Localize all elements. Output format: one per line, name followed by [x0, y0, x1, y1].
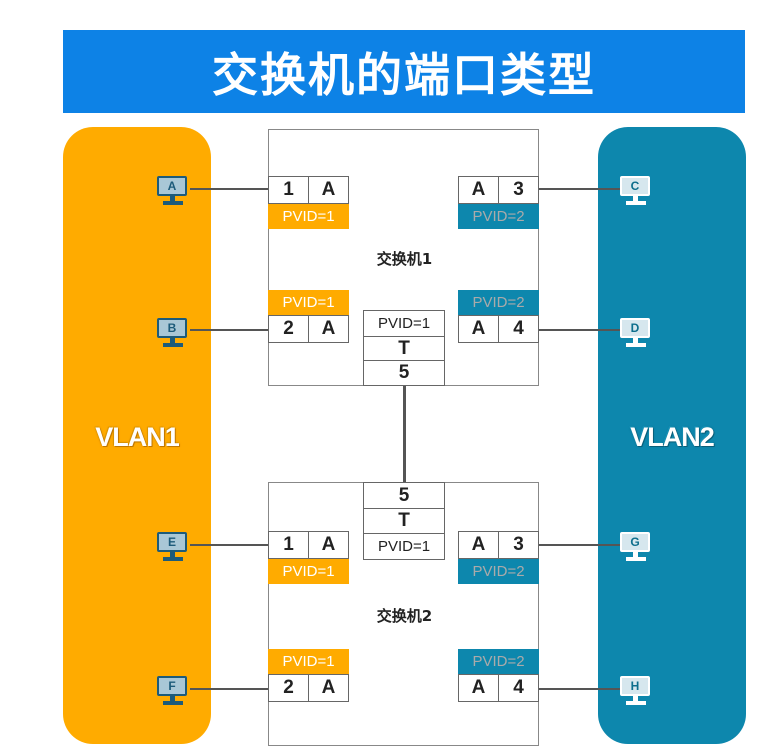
pc-e-label: E [157, 532, 187, 552]
s2-port4-number: 4 [498, 674, 539, 702]
pc-b-stand [170, 338, 175, 343]
s1-port3-mode: A [458, 176, 499, 204]
s2-port4-pvid: PVID=2 [458, 649, 539, 674]
pc-h-base [626, 701, 646, 705]
pc-b-label: B [157, 318, 187, 338]
link-g-s2p3 [538, 544, 621, 546]
s1-port2-pvid: PVID=1 [268, 290, 349, 315]
s2-port3-pvid: PVID=2 [458, 559, 539, 584]
pc-a: A [155, 176, 191, 208]
s2-port3-number: 3 [498, 531, 539, 559]
s1-port3-pvid: PVID=2 [458, 204, 539, 229]
s2-port1-pvid: PVID=1 [268, 559, 349, 584]
s1-trunk-port: PVID=1 T 5 [363, 310, 445, 386]
link-f-s2p2 [190, 688, 270, 690]
pc-g-base [626, 557, 646, 561]
s1-port4-number: 4 [498, 315, 539, 343]
s2-port1-mode: A [308, 531, 349, 559]
switch1-label: 交换机1 [376, 250, 433, 268]
pc-c: C [618, 176, 654, 208]
pc-g-label: G [620, 532, 650, 552]
pc-f-label: F [157, 676, 187, 696]
pc-f-base [163, 701, 183, 705]
pc-a-base [163, 201, 183, 205]
s2-trunk-number: 5 [364, 483, 444, 509]
pc-d-base [626, 343, 646, 347]
s1-port1-pvid: PVID=1 [268, 204, 349, 229]
s2-port2-number: 2 [268, 674, 309, 702]
pc-g-stand [633, 552, 638, 557]
pc-a-label: A [157, 176, 187, 196]
s1-port1-number: 1 [268, 176, 309, 204]
s2-trunk-pvid: PVID=1 [377, 538, 431, 555]
s2-trunk-mode: T [364, 509, 444, 534]
s1-port2-mode: A [308, 315, 349, 343]
link-h-s2p4 [538, 688, 621, 690]
s2-port2-mode: A [308, 674, 349, 702]
pc-d-label: D [620, 318, 650, 338]
switch2: 交换机2 [268, 482, 539, 746]
pc-e-stand [170, 552, 175, 557]
vlan1-region: VLAN1 [63, 127, 211, 744]
s1-port2-number: 2 [268, 315, 309, 343]
switch2-label: 交换机2 [376, 607, 433, 625]
vlan2-region: VLAN2 [598, 127, 746, 744]
trunk-link [403, 386, 406, 482]
page-title: 交换机的端口类型 [63, 30, 745, 113]
pc-f: F [155, 676, 191, 708]
s2-trunk-port: 5 T PVID=1 [363, 482, 445, 560]
pc-e-base [163, 557, 183, 561]
pc-g: G [618, 532, 654, 564]
s1-port3-number: 3 [498, 176, 539, 204]
pc-f-stand [170, 696, 175, 701]
s1-trunk-mode: T [364, 337, 444, 361]
s2-port4-mode: A [458, 674, 499, 702]
pc-d: D [618, 318, 654, 350]
pc-b: B [155, 318, 191, 350]
pc-a-stand [170, 196, 175, 201]
s1-port4-pvid: PVID=2 [458, 290, 539, 315]
s1-trunk-number: 5 [398, 362, 410, 383]
pc-h-label: H [620, 676, 650, 696]
pc-c-base [626, 201, 646, 205]
s2-port2-pvid: PVID=1 [268, 649, 349, 674]
pc-h-stand [633, 696, 638, 701]
pc-c-label: C [620, 176, 650, 196]
pc-h: H [618, 676, 654, 708]
s2-port1-number: 1 [268, 531, 309, 559]
pc-c-stand [633, 196, 638, 201]
s1-port4-mode: A [458, 315, 499, 343]
link-e-s2p1 [190, 544, 270, 546]
link-b-s1p2 [190, 329, 270, 331]
link-a-s1p1 [190, 188, 270, 190]
link-d-s1p4 [538, 329, 621, 331]
pc-b-base [163, 343, 183, 347]
link-c-s1p3 [538, 188, 621, 190]
vlan2-label: VLAN2 [630, 422, 715, 452]
pc-e: E [155, 532, 191, 564]
s1-port1-mode: A [308, 176, 349, 204]
vlan1-label: VLAN1 [95, 422, 180, 452]
s1-trunk-pvid: PVID=1 [364, 311, 444, 337]
s2-port3-mode: A [458, 531, 499, 559]
pc-d-stand [633, 338, 638, 343]
